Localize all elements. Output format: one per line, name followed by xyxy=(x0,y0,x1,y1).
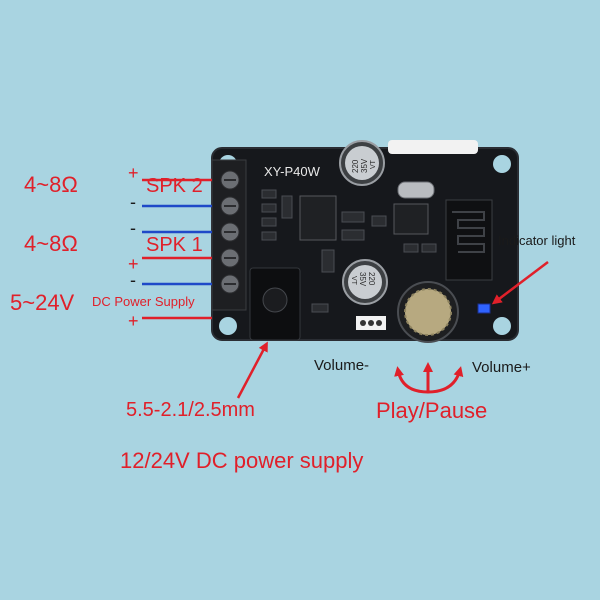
board-model-text: XY-P40W xyxy=(264,164,321,179)
svg-text:35V: 35V xyxy=(360,158,369,173)
top-strip xyxy=(388,140,478,154)
minus-sign: - xyxy=(130,218,136,238)
mounting-hole xyxy=(219,317,237,335)
voltage-range-label: 5~24V xyxy=(10,290,75,315)
volume-minus-label: Volume- xyxy=(314,357,370,374)
svg-text:35V: 35V xyxy=(358,272,367,287)
plus-sign: + xyxy=(128,311,139,331)
capacitor-top xyxy=(339,140,385,186)
indicator-light-label: Indicator light xyxy=(498,233,576,248)
indicator-arrow xyxy=(491,261,549,305)
indicator-led xyxy=(477,303,491,314)
capacitor-bottom xyxy=(342,259,388,305)
crystal-oscillator xyxy=(397,181,435,199)
wires xyxy=(142,178,212,320)
volume-knob xyxy=(397,281,459,343)
jack-arrow xyxy=(236,341,268,399)
volume-minus-arrow xyxy=(394,366,429,394)
plus-sign: + xyxy=(128,163,139,183)
play-pause-label: Play/Pause xyxy=(376,398,488,423)
minus-sign: - xyxy=(130,192,136,212)
minus-sign: - xyxy=(130,270,136,290)
mounting-hole xyxy=(493,317,511,335)
impedance-label-spk2: 4~8Ω xyxy=(24,172,78,197)
jack-size-label: 5.5-2.1/2.5mm xyxy=(126,399,255,421)
mounting-hole xyxy=(493,155,511,173)
spk1-label: SPK 1 xyxy=(146,234,203,256)
spk2-label: SPK 2 xyxy=(146,175,203,197)
svg-text:220: 220 xyxy=(351,159,360,173)
cap-top-print: 220 35V VT xyxy=(351,158,377,173)
cap-bottom-print: 220 35V VT xyxy=(350,272,376,287)
power-supply-note: 12/24V DC power supply xyxy=(120,448,364,473)
svg-text:VT: VT xyxy=(350,276,357,286)
volume-plus-label: Volume+ xyxy=(472,359,531,376)
main-chip xyxy=(393,203,429,235)
amplifier-chip xyxy=(299,195,337,241)
svg-text:VT: VT xyxy=(370,159,377,169)
antenna-trace xyxy=(452,211,485,253)
terminal-screws xyxy=(220,170,240,294)
impedance-label-spk1: 4~8Ω xyxy=(24,231,78,256)
volume-plus-arrow xyxy=(427,366,464,394)
plus-sign: + xyxy=(128,254,139,274)
dc-power-supply-label: DC Power Supply xyxy=(92,294,195,309)
svg-text:220: 220 xyxy=(367,272,376,286)
